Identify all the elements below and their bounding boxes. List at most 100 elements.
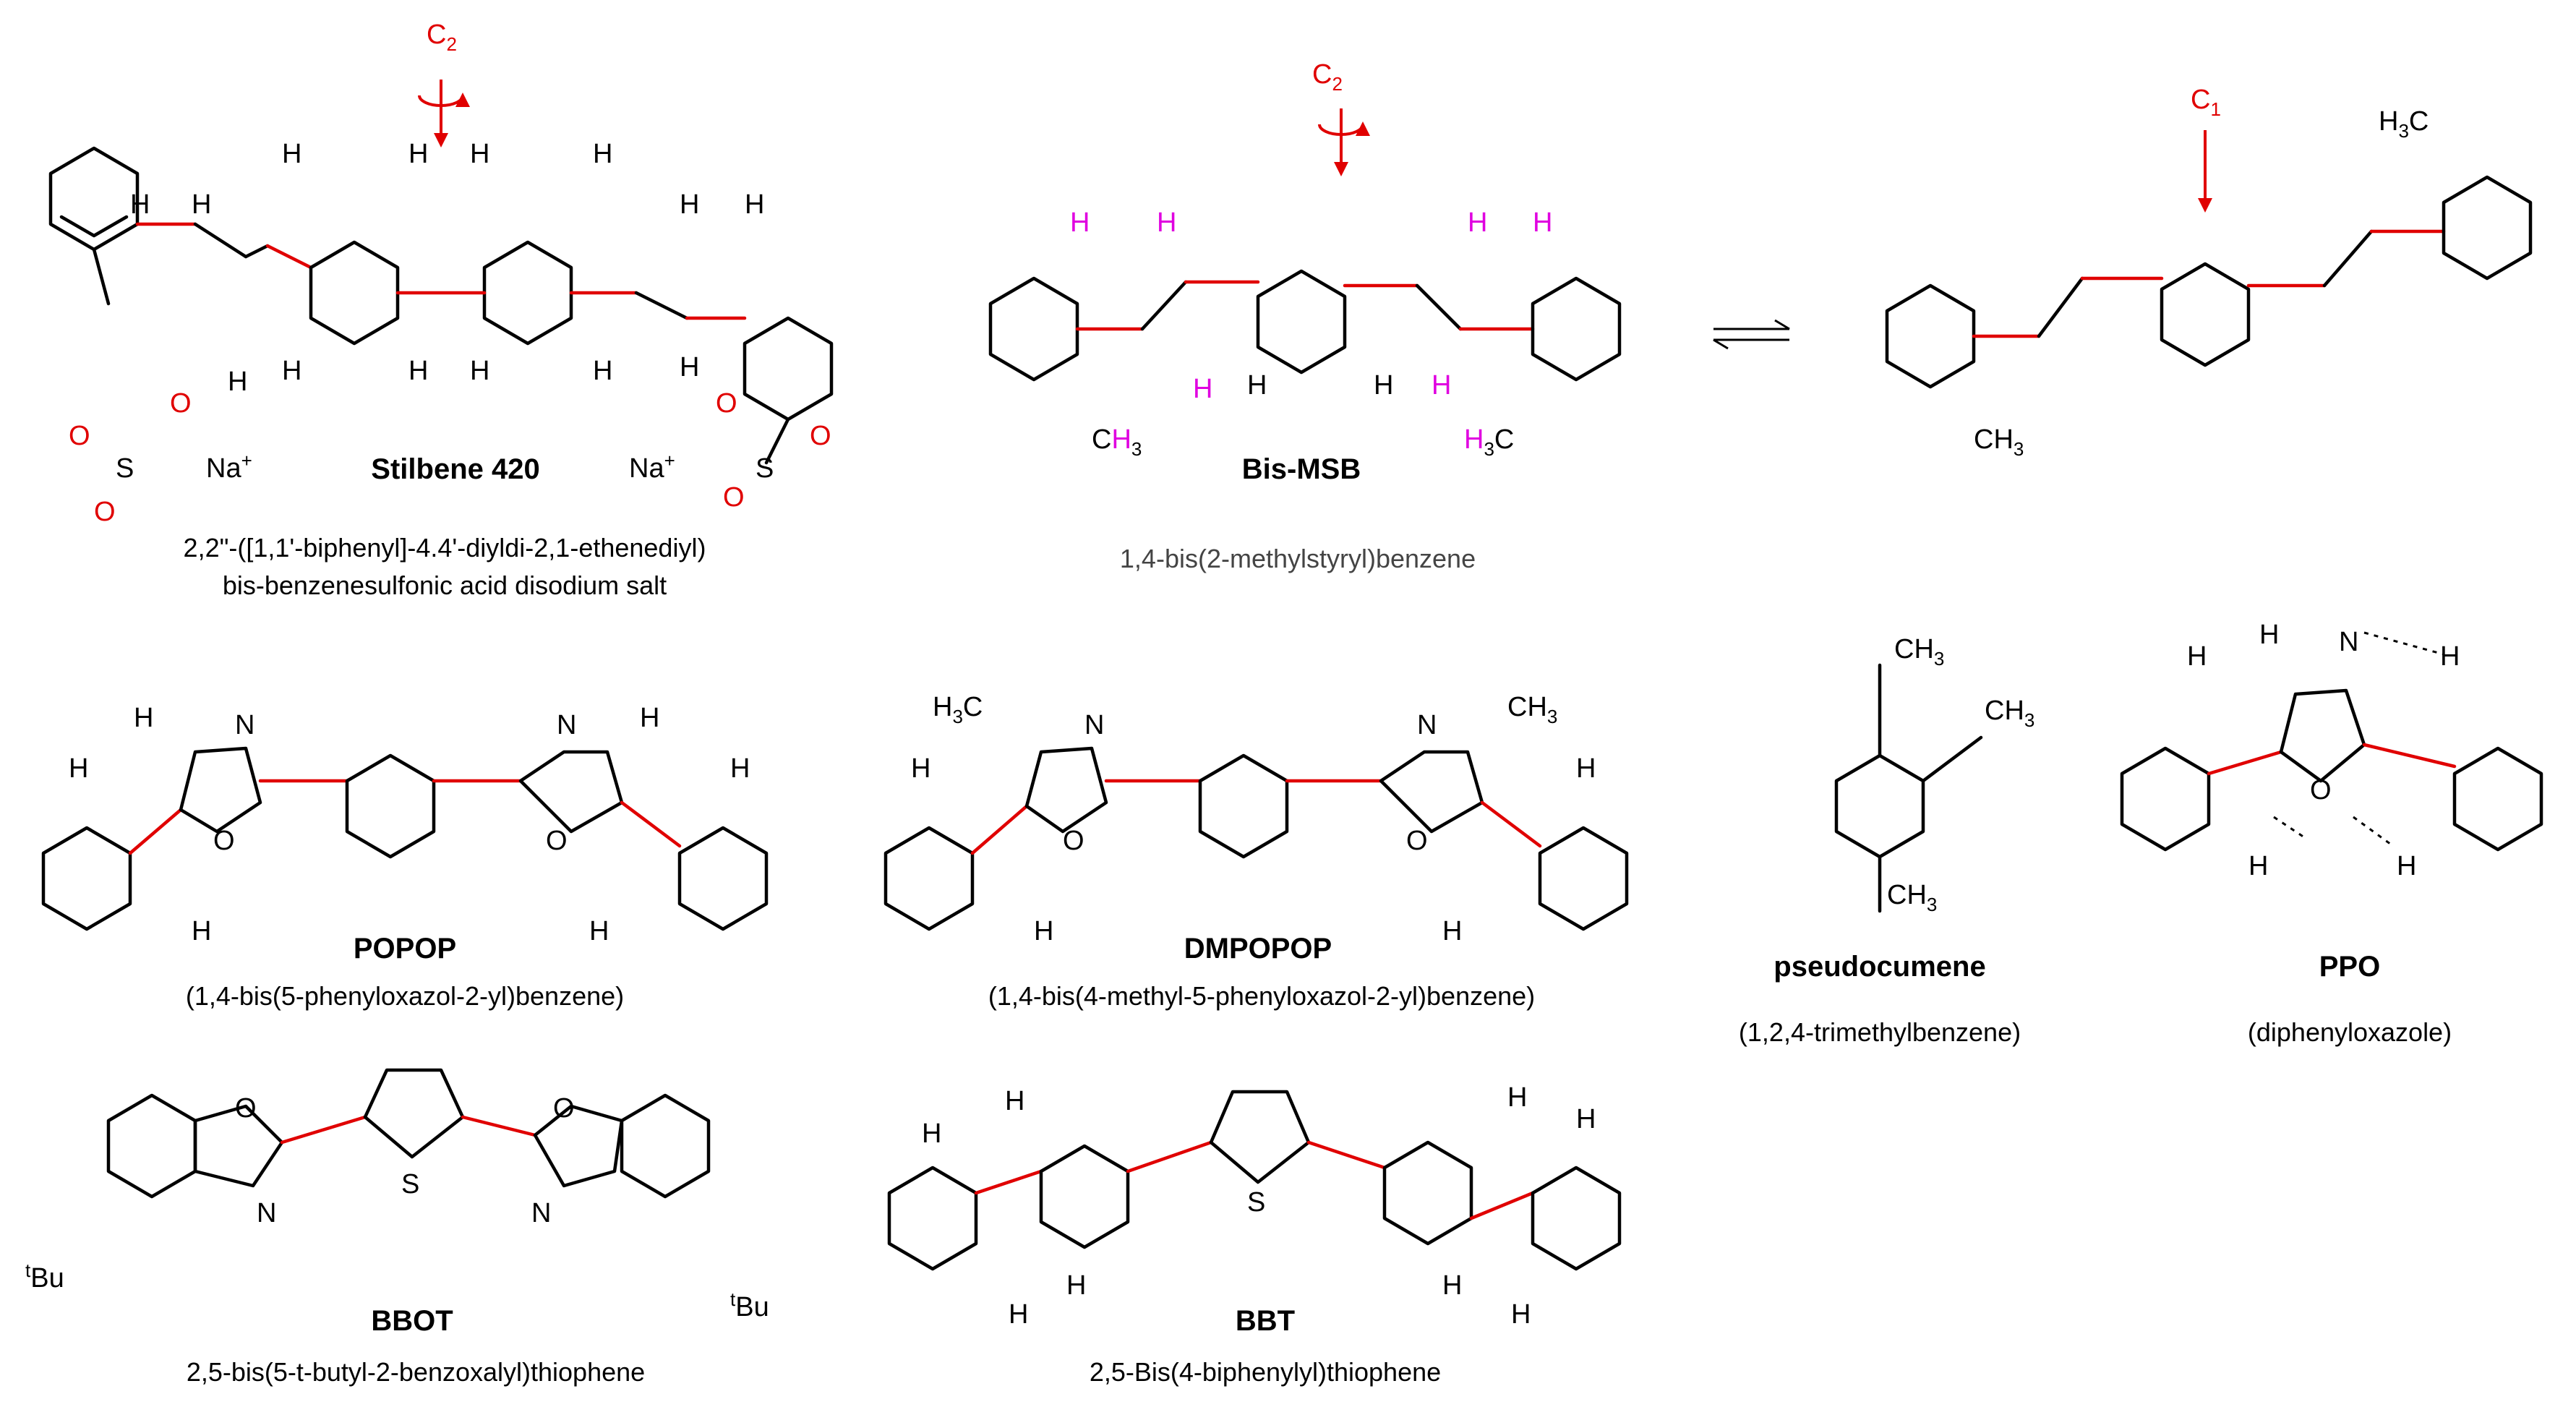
- ring-tolyl-right-c1: [2442, 175, 2533, 281]
- svg-text:H: H: [1070, 208, 1090, 238]
- svg-text:N: N: [2339, 627, 2358, 657]
- ring-tolyl-left: [988, 276, 1079, 382]
- svg-text:N: N: [531, 1198, 551, 1228]
- svg-text:H: H: [2440, 641, 2460, 672]
- ring-oxazole-right: [518, 750, 624, 834]
- ring-benzo-left: [106, 1093, 197, 1199]
- ring-oxazole-left: [1024, 746, 1108, 834]
- ring-phenylene-right: [1382, 1140, 1473, 1246]
- svg-text:H: H: [680, 189, 699, 220]
- svg-text:H: H: [2397, 851, 2416, 881]
- svg-text:H: H: [1432, 370, 1451, 401]
- svg-text:C2: C2: [1312, 59, 1343, 95]
- bismsb-structure: C2 H H H H H H H H CH3 H3C Bis-MSB 1,4-b…: [988, 59, 1622, 573]
- dmpopop-structure: H3C N O H H N CH3 O H H DMPOPOP (1,4-bis…: [883, 692, 1629, 1011]
- svg-text:S: S: [1247, 1187, 1265, 1218]
- svg-text:N: N: [557, 710, 576, 740]
- svg-text:H: H: [922, 1119, 941, 1149]
- svg-text:H: H: [589, 916, 609, 946]
- dmpopop-desc: (1,4-bis(4-methyl-5-phenyloxazol-2-yl)be…: [988, 981, 1535, 1011]
- svg-text:O: O: [2310, 775, 2332, 805]
- svg-text:H: H: [593, 356, 612, 386]
- svg-text:O: O: [94, 497, 116, 527]
- ring-biphenyl-2: [482, 240, 573, 346]
- svg-text:N: N: [1417, 710, 1437, 740]
- svg-text:H: H: [1005, 1086, 1024, 1116]
- pseudocumene-desc: (1,2,4-trimethylbenzene): [1739, 1017, 2021, 1047]
- c2-rotation-axis-icon: C2: [418, 20, 470, 147]
- svg-text:H: H: [228, 367, 247, 397]
- svg-text:H: H: [1576, 753, 1596, 784]
- ring-central: [1256, 269, 1347, 375]
- bbot-structure: O N S O N tBu tBu BBOT 2,5-bis(5-t-butyl…: [25, 1068, 769, 1387]
- svg-text:O: O: [723, 482, 745, 513]
- ring-biphenyl-1: [309, 240, 400, 346]
- svg-text:H: H: [1533, 208, 1552, 238]
- svg-text:H: H: [2259, 620, 2279, 650]
- svg-text:tBu: tBu: [25, 1260, 64, 1293]
- bbot-desc: 2,5-bis(5-t-butyl-2-benzoxalyl)thiophene: [187, 1357, 645, 1387]
- svg-text:H: H: [911, 753, 930, 784]
- svg-text:H: H: [1066, 1270, 1086, 1301]
- svg-text:CH3: CH3: [1894, 634, 1944, 670]
- ring-oxazole: [2279, 688, 2366, 783]
- ring-phenylene-left: [1039, 1144, 1130, 1249]
- svg-text:H3C: H3C: [2379, 106, 2429, 142]
- svg-text:O: O: [213, 826, 235, 856]
- bbt-structure: S H H H H H H H H BBT 2,5-Bis(4-biphenyl…: [887, 1082, 1622, 1387]
- svg-text:S: S: [401, 1169, 419, 1199]
- svg-text:H: H: [640, 703, 659, 733]
- svg-text:H: H: [130, 189, 150, 220]
- ring-benzo-right: [620, 1093, 711, 1199]
- ring-central: [1198, 753, 1289, 859]
- svg-text:H: H: [1247, 370, 1267, 401]
- svg-text:N: N: [257, 1198, 276, 1228]
- svg-text:H: H: [69, 753, 88, 784]
- ring-oxazole-right: [533, 1104, 624, 1188]
- svg-text:H: H: [1468, 208, 1487, 238]
- svg-text:H: H: [470, 356, 489, 386]
- svg-text:H: H: [282, 139, 301, 169]
- ring-central-c1: [2160, 262, 2251, 367]
- svg-text:H: H: [730, 753, 750, 784]
- svg-text:C1: C1: [2191, 85, 2221, 120]
- svg-text:CH3: CH3: [1507, 692, 1557, 727]
- svg-text:H: H: [1507, 1082, 1527, 1113]
- svg-text:H: H: [1009, 1299, 1028, 1330]
- popop-structure: H N O H H N H O H H POPOP (1,4-bis(5-phe…: [41, 703, 769, 1011]
- ring-phenyl-left: [883, 826, 975, 931]
- svg-text:H: H: [1157, 208, 1176, 238]
- svg-text:H: H: [134, 703, 153, 733]
- svg-text:H: H: [408, 356, 428, 386]
- svg-text:H: H: [282, 356, 301, 386]
- svg-text:H: H: [1511, 1299, 1531, 1330]
- svg-text:CH3: CH3: [1985, 696, 2034, 731]
- svg-text:N: N: [235, 710, 254, 740]
- bismsb-c1-conformer: C1 CH3 H3C: [1885, 85, 2533, 460]
- svg-text:H: H: [1576, 1104, 1596, 1134]
- ring-oxazole-left: [179, 746, 262, 834]
- popop-name: POPOP: [354, 933, 456, 965]
- ring-phenyl-left: [887, 1166, 978, 1271]
- svg-text:O: O: [716, 388, 737, 419]
- bbt-desc: 2,5-Bis(4-biphenylyl)thiophene: [1090, 1357, 1441, 1387]
- bismsb-name: Bis-MSB: [1242, 453, 1361, 485]
- stilbene420-structure: C2 H H H H H H H H H H H H H: [48, 20, 834, 600]
- c2-rotation-axis-icon: C2: [1312, 59, 1370, 176]
- c2-label: C: [1312, 59, 1332, 90]
- ring-central: [345, 753, 436, 859]
- counterion-right: Na+: [629, 450, 675, 484]
- svg-text:H: H: [2248, 851, 2268, 881]
- ring-phenyl-right: [1538, 826, 1629, 931]
- svg-text:H: H: [192, 916, 211, 946]
- svg-text:CH3: CH3: [1887, 880, 1937, 915]
- svg-text:H: H: [408, 139, 428, 169]
- ring-phenyl-left: [2120, 746, 2211, 852]
- svg-text:O: O: [1063, 826, 1084, 856]
- ring-right-phenyl: [743, 316, 834, 422]
- bismsb-desc: 1,4-bis(2-methylstyryl)benzene: [1120, 544, 1476, 573]
- stilbene420-name: Stilbene 420: [371, 453, 539, 485]
- ppo-desc: (diphenyloxazole): [2248, 1017, 2452, 1047]
- svg-text:H: H: [745, 189, 764, 220]
